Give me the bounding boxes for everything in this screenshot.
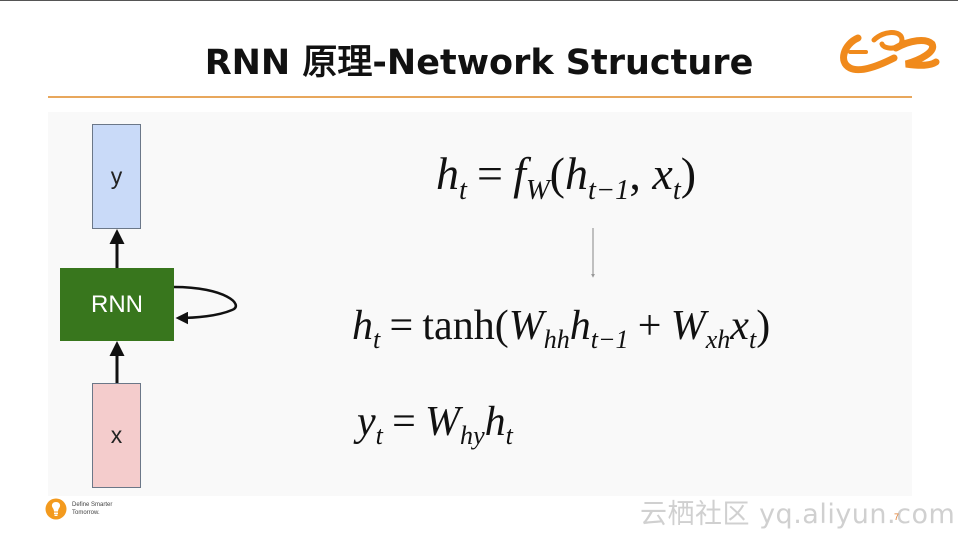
eq2-h-sub: t−1 bbox=[590, 325, 629, 355]
tagline-line-2: Tomorrow. bbox=[72, 510, 100, 516]
equation-hidden-state-tanh: ht=tanh(Whhht−1+Wxhxt) bbox=[352, 303, 771, 355]
eq2-lhs: h bbox=[352, 303, 373, 349]
eq1-arg1: h bbox=[564, 148, 588, 199]
eq2-lhs-sub: t bbox=[373, 325, 381, 355]
equation-hidden-state-general: ht=fW(ht−1, xt) bbox=[436, 148, 697, 206]
eq2-w2-sub: xh bbox=[705, 325, 731, 355]
output-box-y: y bbox=[92, 124, 141, 229]
eq2-w1: W bbox=[508, 303, 544, 349]
footer-tagline: Define Smarter Tomorrow. bbox=[72, 501, 112, 517]
eq1-lhs: h bbox=[436, 148, 459, 199]
eq2-h: h bbox=[569, 303, 591, 349]
eq1-arg2: x bbox=[652, 148, 673, 199]
eq3-lhs: y bbox=[357, 399, 376, 445]
eq2-tanh: tanh bbox=[422, 303, 495, 349]
eq1-arg1-sub: t−1 bbox=[587, 174, 630, 206]
top-border bbox=[0, 0, 958, 1]
input-box-x: x bbox=[92, 383, 141, 488]
eq3-lhs-sub: t bbox=[375, 421, 383, 451]
eq1-f-sub: W bbox=[525, 174, 550, 206]
eq3-h: h bbox=[484, 399, 506, 445]
watermark: 云栖社区 yq.aliyun.com bbox=[640, 499, 956, 530]
alibaba-logo-icon bbox=[840, 30, 940, 74]
eq1-f: f bbox=[513, 148, 526, 199]
eq2-x-sub: t bbox=[748, 325, 757, 355]
eq3-w-sub: hy bbox=[460, 421, 485, 451]
rnn-box: RNN bbox=[60, 268, 174, 341]
page-number: 7 bbox=[894, 512, 900, 522]
eq3-w: W bbox=[425, 399, 461, 445]
recurrent-loop-arrow bbox=[173, 285, 238, 325]
lightbulb-icon bbox=[45, 498, 67, 520]
eq2-x: x bbox=[730, 303, 749, 349]
eq3-h-sub: t bbox=[505, 421, 513, 451]
tagline-line-1: Define Smarter bbox=[72, 502, 113, 508]
eq1-arg2-sub: t bbox=[672, 174, 681, 206]
eq2-w2: W bbox=[670, 303, 706, 349]
eq2-w1-sub: hh bbox=[543, 325, 570, 355]
eq1-lhs-sub: t bbox=[459, 174, 467, 206]
equation-output: yt=Whyht bbox=[357, 399, 513, 451]
content-panel bbox=[48, 112, 912, 496]
slide-title: RNN 原理-Network Structure bbox=[204, 43, 754, 83]
title-divider bbox=[48, 96, 912, 98]
